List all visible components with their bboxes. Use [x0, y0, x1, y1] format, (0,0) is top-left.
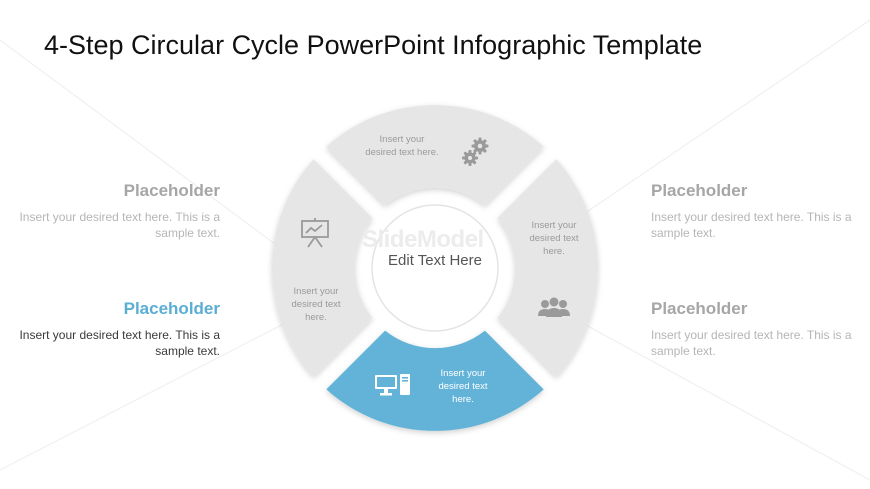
cycle-segment-top — [326, 105, 544, 206]
segment-text-right: Insert your desired text here. — [529, 220, 579, 257]
placeholder-heading: Placeholder — [123, 181, 220, 200]
placeholder-left-top: Placeholder Insert your desired text her… — [0, 181, 220, 241]
computer-icon — [375, 374, 410, 396]
background-decoration — [0, 19, 870, 481]
center-label: Edit Text Here — [388, 252, 482, 269]
center-circle — [371, 204, 499, 332]
segment-text-left: Insert your desired text here. — [291, 286, 341, 323]
placeholder-body: Insert your desired text here. This is a… — [19, 210, 220, 240]
page-title: 4-Step Circular Cycle PowerPoint Infogra… — [44, 30, 703, 60]
team-icon — [538, 297, 570, 317]
placeholder-heading: Placeholder — [123, 299, 220, 318]
watermark: SlideModel — [362, 226, 484, 253]
placeholder-heading: Placeholder — [651, 181, 748, 200]
placeholder-body: Insert your desired text here. This is a… — [19, 328, 220, 358]
segment-text-bottom: Insert your desired text here. — [438, 368, 488, 405]
cycle-segment-right — [497, 159, 598, 377]
placeholder-left-bottom: Placeholder Insert your desired text her… — [0, 299, 220, 359]
placeholder-heading: Placeholder — [651, 299, 748, 318]
placeholder-right-top: Placeholder Insert your desired text her… — [651, 181, 870, 241]
segment-text-top: Insert your desired text here. — [365, 134, 439, 158]
placeholder-body: Insert your desired text here. This is a… — [651, 328, 852, 358]
presentation-board-icon — [301, 218, 329, 248]
cycle-segment-bottom — [326, 330, 544, 431]
placeholder-body: Insert your desired text here. This is a… — [651, 210, 852, 240]
gears-icon — [462, 137, 489, 166]
cycle-segment-left — [272, 159, 373, 377]
placeholder-right-bottom: Placeholder Insert your desired text her… — [651, 299, 870, 359]
